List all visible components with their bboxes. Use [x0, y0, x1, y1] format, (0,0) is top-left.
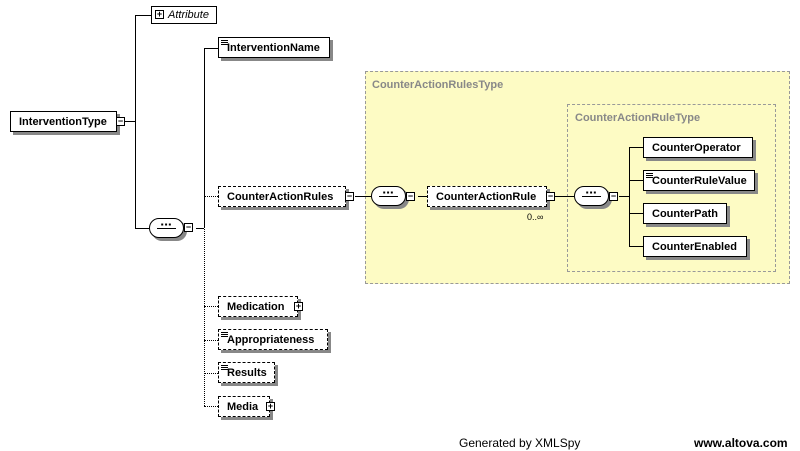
counter-operator-label: CounterOperator [652, 141, 741, 154]
sequence-compositor-1[interactable] [149, 218, 184, 238]
counter-action-rule-collapse-icon[interactable]: − [546, 191, 555, 201]
counter-action-rule-type-label: CounterActionRuleType [575, 112, 701, 124]
appropriateness-connector [204, 340, 218, 341]
sequence-compositor-2[interactable] [371, 186, 406, 206]
appropriateness-label: Appropriateness [227, 333, 315, 346]
media-label: Media [227, 400, 259, 413]
results-connector [204, 373, 218, 374]
element-results[interactable]: Results [218, 362, 275, 383]
seq1-trunk-solid [204, 48, 205, 228]
sequence-connector [135, 228, 149, 229]
attribute-expand-icon[interactable]: + [155, 9, 164, 19]
medication-label: Medication [227, 300, 285, 313]
car-to-seq2-connector [355, 196, 371, 197]
counter-rule-value-connector [629, 180, 643, 181]
seq3-out-connector [619, 196, 629, 197]
medication-expand-icon[interactable]: + [294, 301, 303, 311]
footer-site[interactable]: www.altova.com [694, 436, 788, 450]
counter-path-label: CounterPath [652, 207, 718, 220]
media-connector [204, 406, 218, 407]
intervention-name-connector [204, 48, 218, 49]
seq1-out-connector [196, 228, 204, 229]
sequence-compositor-3[interactable] [574, 186, 609, 206]
attribute-group[interactable]: Attribute [151, 6, 217, 24]
counter-action-rule-cardinality: 0..∞ [527, 212, 544, 222]
counter-operator-connector [629, 147, 643, 148]
sequence-1-collapse-icon[interactable]: − [184, 222, 193, 232]
attribute-label: Attribute [168, 9, 209, 21]
sequence-2-collapse-icon[interactable]: − [406, 191, 415, 201]
sequence-3-collapse-icon[interactable]: − [609, 191, 618, 201]
element-counter-action-rule[interactable]: CounterActionRule [427, 186, 547, 207]
counter-action-rules-collapse-icon[interactable]: − [345, 191, 354, 201]
media-expand-icon[interactable]: + [266, 401, 275, 411]
results-label: Results [227, 366, 267, 379]
footer-generated-by: Generated by XMLSpy [459, 436, 581, 450]
element-counter-action-rules[interactable]: CounterActionRules [218, 186, 346, 207]
counter-action-rules-label: CounterActionRules [227, 190, 334, 203]
rule-to-seq3-connector [555, 196, 574, 197]
counter-rule-value-label: CounterRuleValue [652, 174, 747, 187]
counter-action-rules-connector [204, 196, 218, 197]
element-media[interactable]: Media [218, 396, 270, 417]
element-appropriateness[interactable]: Appropriateness [218, 329, 328, 350]
element-counter-operator[interactable]: CounterOperator [643, 137, 753, 158]
medication-connector [204, 306, 218, 307]
root-element[interactable]: InterventionType [10, 111, 117, 132]
counter-action-rules-type-label: CounterActionRulesType [372, 79, 504, 91]
root-collapse-icon[interactable]: − [116, 116, 125, 126]
attribute-connector [135, 15, 151, 16]
element-counter-path[interactable]: CounterPath [643, 203, 727, 224]
counter-enabled-label: CounterEnabled [652, 240, 737, 253]
counter-action-rule-label: CounterActionRule [436, 190, 537, 203]
element-counter-rule-value[interactable]: CounterRuleValue [643, 170, 755, 191]
element-medication[interactable]: Medication [218, 296, 298, 317]
counter-path-connector [629, 213, 643, 214]
root-trunk [135, 15, 136, 228]
seq3-trunk [629, 147, 630, 246]
seq1-trunk-dotted [204, 196, 205, 406]
seq2-to-rule-connector [418, 196, 427, 197]
intervention-name-label: InterventionName [227, 41, 320, 54]
counter-enabled-connector [629, 246, 643, 247]
root-connector [125, 121, 135, 122]
root-label: InterventionType [19, 115, 107, 128]
element-counter-enabled[interactable]: CounterEnabled [643, 236, 747, 257]
element-intervention-name[interactable]: InterventionName [218, 37, 330, 58]
